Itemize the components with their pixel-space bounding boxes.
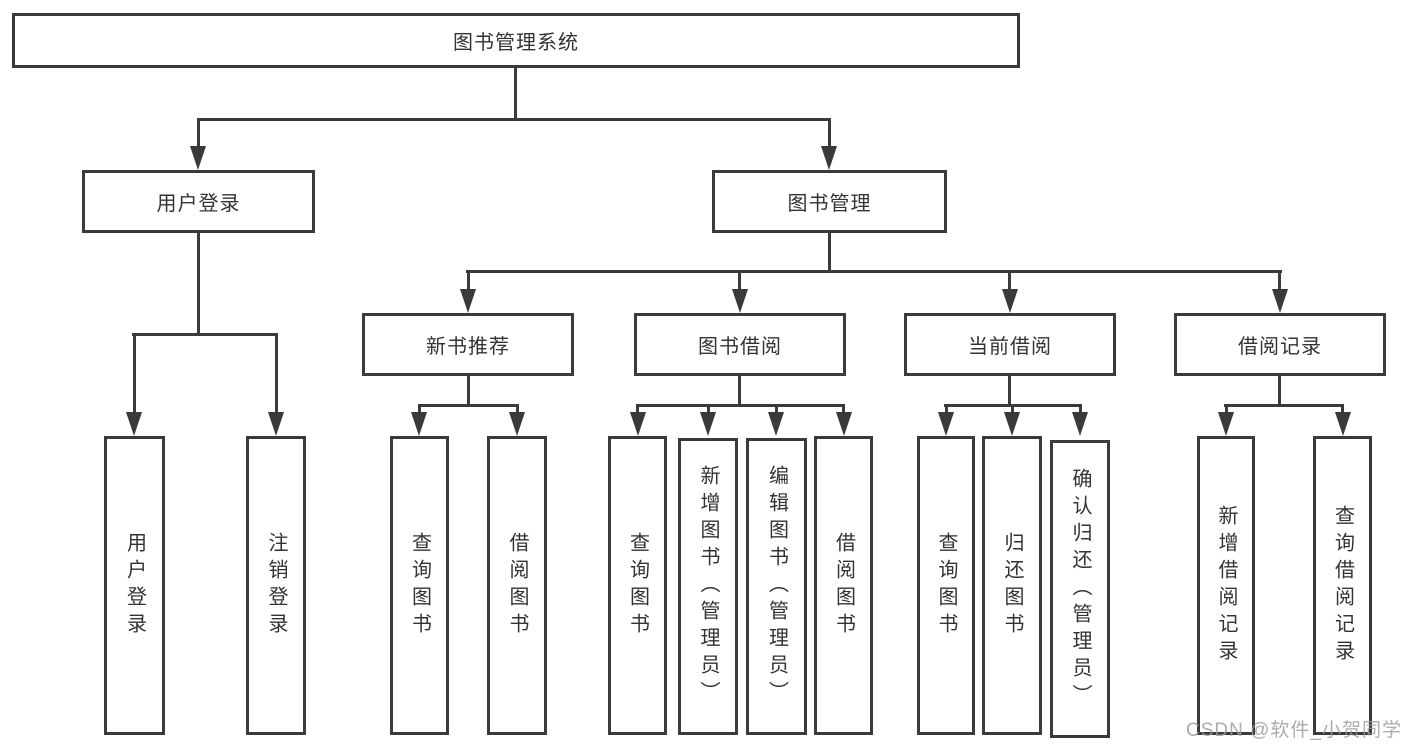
node-new-book-recommend-label: 新书推荐	[426, 336, 510, 358]
connector	[842, 404, 845, 414]
connector	[197, 120, 200, 148]
leaf-query-books-borrow-label: 查询图书	[626, 531, 649, 640]
arrowhead-down-icon	[190, 146, 206, 170]
node-borrow-records: 借阅记录	[1174, 313, 1386, 376]
arrowhead-down-icon	[1004, 412, 1020, 436]
leaf-user-login-label: 用户登录	[123, 531, 146, 640]
node-book-borrow: 图书借阅	[634, 313, 846, 376]
node-current-borrow-label: 当前借阅	[968, 336, 1052, 358]
connector	[1225, 404, 1228, 414]
connector	[636, 404, 639, 414]
csdn-watermark: CSDN @软件_小贺同学	[1186, 720, 1402, 741]
connector	[1278, 376, 1281, 406]
leaf-query-books-recommend-label: 查询图书	[408, 531, 431, 640]
node-root: 图书管理系统	[12, 13, 1020, 68]
connector	[738, 272, 741, 291]
node-borrow-records-label: 借阅记录	[1238, 336, 1322, 358]
arrowhead-down-icon	[509, 412, 525, 436]
leaf-query-books-recommend: 查询图书	[390, 436, 449, 735]
node-book-management-label: 图书管理	[787, 193, 872, 215]
connector	[828, 120, 831, 148]
node-book-management: 图书管理	[712, 170, 947, 233]
leaf-borrow-books-recommend-label: 借阅图书	[506, 531, 528, 640]
leaf-edit-book-admin: 编辑图书（管理员）	[746, 438, 807, 735]
leaf-return-books-label: 归还图书	[1001, 531, 1023, 640]
connector	[516, 404, 519, 414]
arrowhead-down-icon	[1002, 289, 1018, 313]
arrowhead-down-icon	[938, 412, 954, 436]
connector	[707, 404, 710, 414]
connector	[775, 404, 778, 414]
leaf-edit-book-admin-label: 编辑图书（管理员）	[765, 465, 788, 708]
arrowhead-down-icon	[1218, 412, 1234, 436]
leaf-query-borrow-record-label: 查询借阅记录	[1331, 504, 1354, 667]
leaf-logout: 注销登录	[246, 436, 306, 735]
connector	[132, 333, 278, 336]
arrowhead-down-icon	[1072, 412, 1088, 436]
connector	[1278, 272, 1281, 291]
connector	[514, 68, 517, 120]
arrowhead-down-icon	[460, 289, 476, 313]
connector	[133, 334, 136, 414]
leaf-add-borrow-record-label: 新增借阅记录	[1215, 504, 1237, 667]
leaf-query-books-current-label: 查询图书	[935, 531, 957, 640]
connector	[418, 404, 421, 414]
leaf-borrow-books: 借阅图书	[814, 436, 873, 735]
leaf-borrow-books-label: 借阅图书	[832, 531, 855, 640]
node-book-borrow-label: 图书借阅	[698, 336, 782, 358]
leaf-add-book-admin: 新增图书（管理员）	[678, 438, 738, 735]
arrowhead-down-icon	[268, 412, 284, 436]
leaf-add-book-admin-label: 新增图书（管理员）	[697, 465, 719, 708]
leaf-add-borrow-record: 新增借阅记录	[1197, 436, 1255, 735]
node-new-book-recommend: 新书推荐	[362, 313, 574, 376]
connector	[1341, 404, 1344, 414]
leaf-borrow-books-recommend: 借阅图书	[487, 436, 547, 735]
arrowhead-down-icon	[836, 412, 852, 436]
connector	[738, 376, 741, 406]
leaf-confirm-return-admin: 确认归还（管理员）	[1050, 440, 1110, 738]
connector	[467, 376, 470, 406]
leaf-query-borrow-record: 查询借阅记录	[1313, 436, 1372, 735]
arrowhead-down-icon	[630, 412, 646, 436]
connector	[466, 270, 1282, 273]
connector	[197, 118, 831, 121]
arrowhead-down-icon	[1272, 289, 1288, 313]
node-current-borrow: 当前借阅	[904, 313, 1116, 376]
arrowhead-down-icon	[821, 146, 837, 170]
connector	[1008, 376, 1011, 406]
node-user-login: 用户登录	[82, 170, 315, 233]
connector	[1008, 272, 1011, 291]
arrowhead-down-icon	[768, 412, 784, 436]
leaf-user-login: 用户登录	[104, 436, 165, 735]
connector	[828, 233, 831, 272]
leaf-confirm-return-admin-label: 确认归还（管理员）	[1069, 467, 1091, 711]
leaf-return-books: 归还图书	[982, 436, 1042, 735]
connector	[945, 404, 948, 414]
arrowhead-down-icon	[411, 412, 427, 436]
leaf-logout-label: 注销登录	[265, 531, 287, 640]
connector	[1011, 404, 1014, 414]
connector	[197, 233, 200, 335]
arrowhead-down-icon	[126, 412, 142, 436]
connector	[636, 404, 845, 407]
connector	[1224, 404, 1344, 407]
leaf-query-books-borrow: 查询图书	[608, 436, 667, 735]
connector	[467, 272, 470, 291]
arrowhead-down-icon	[732, 289, 748, 313]
connector	[1079, 404, 1082, 414]
connector	[275, 334, 278, 414]
arrowhead-down-icon	[1335, 412, 1351, 436]
leaf-query-books-current: 查询图书	[917, 436, 975, 735]
node-user-login-label: 用户登录	[156, 193, 241, 215]
node-root-label: 图书管理系统	[453, 32, 579, 54]
connector	[418, 404, 519, 407]
arrowhead-down-icon	[700, 412, 716, 436]
